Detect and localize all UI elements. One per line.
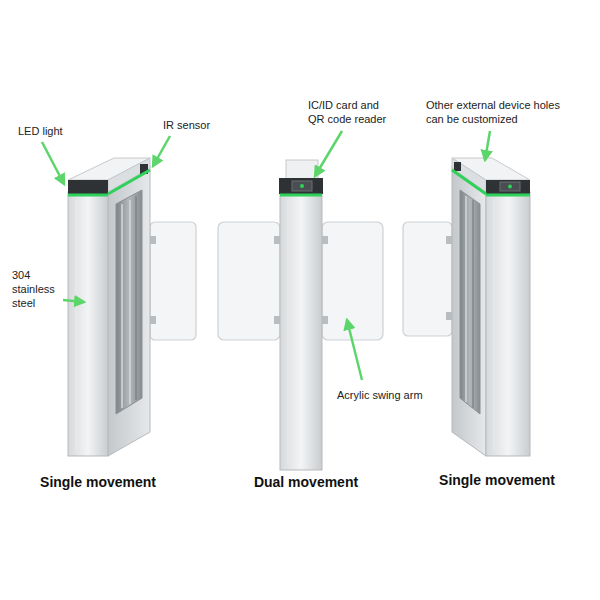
unit-caption: Dual movement [254, 474, 358, 491]
left-turnstile [68, 158, 196, 456]
swing-arm [322, 222, 383, 340]
swing-arm [150, 222, 196, 340]
leader-line [315, 131, 342, 176]
part-label: Acrylic swing arm [337, 388, 423, 402]
swing-arm [218, 222, 280, 340]
leader-arrows [42, 131, 490, 380]
leader-line [153, 136, 170, 166]
part-label: 304 stainless steel [12, 268, 64, 310]
leader-line [485, 131, 490, 160]
leader-line [347, 320, 362, 380]
part-label: LED light [18, 124, 63, 138]
unit-caption: Single movement [40, 474, 156, 491]
middle-turnstile [218, 160, 383, 470]
part-label: Other external device holes can be custo… [426, 98, 568, 126]
part-label: IR sensor [163, 118, 210, 132]
unit-caption: Single movement [439, 472, 555, 489]
leader-line [63, 300, 84, 302]
leader-line [42, 142, 64, 184]
part-label: IC/ID card and QR code reader [308, 98, 392, 126]
swing-arm [403, 222, 452, 336]
right-turnstile [403, 158, 530, 456]
